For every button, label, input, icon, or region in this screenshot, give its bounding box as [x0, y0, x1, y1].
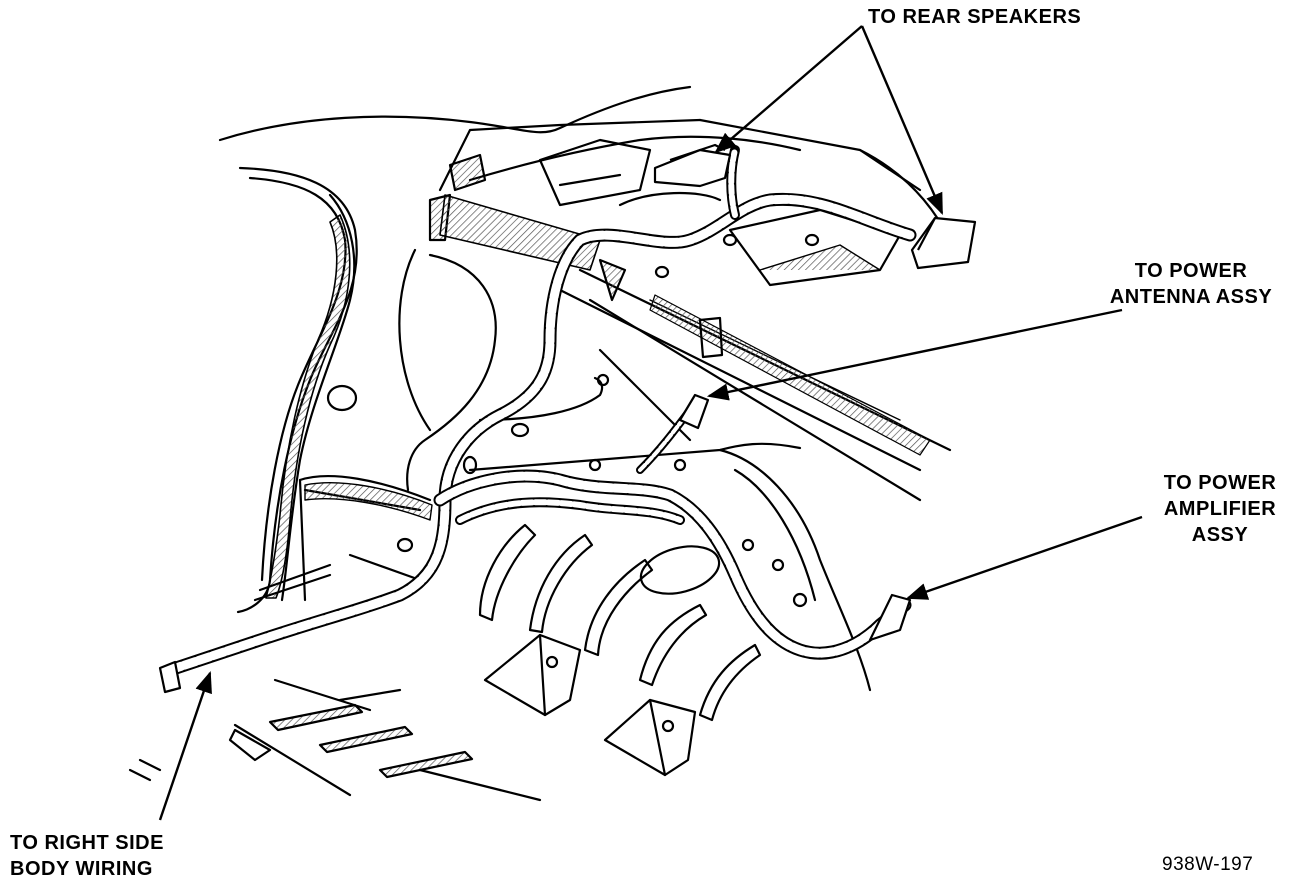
- arrow-right-side-body: [158, 670, 212, 821]
- connectors: [158, 143, 977, 694]
- figure-id: 938W-197: [1162, 854, 1254, 875]
- arrow-power-antenna: [706, 308, 1123, 401]
- arrow-rear-speakers-1: [714, 25, 863, 154]
- label-power-antenna: TO POWER ANTENNA ASSY: [1109, 260, 1273, 308]
- label-right-side-body-wiring: TO RIGHT SIDE BODY WIRING: [10, 832, 164, 880]
- label-power-amplifier: TO POWER AMPLIFIER ASSY: [1163, 472, 1277, 546]
- speaker-connector-top: [653, 148, 732, 188]
- label-rear-speakers: TO REAR SPEAKERS: [868, 6, 1082, 28]
- right-side-connector: [158, 660, 182, 694]
- leader-arrows: [158, 25, 1143, 821]
- arrow-rear-speakers-2: [860, 25, 944, 215]
- body-structure: [128, 85, 952, 802]
- pillar-trim: [265, 214, 351, 599]
- antenna-connector: [678, 393, 710, 430]
- amplifier-connector: [868, 593, 912, 642]
- arrow-power-amplifier: [905, 515, 1143, 600]
